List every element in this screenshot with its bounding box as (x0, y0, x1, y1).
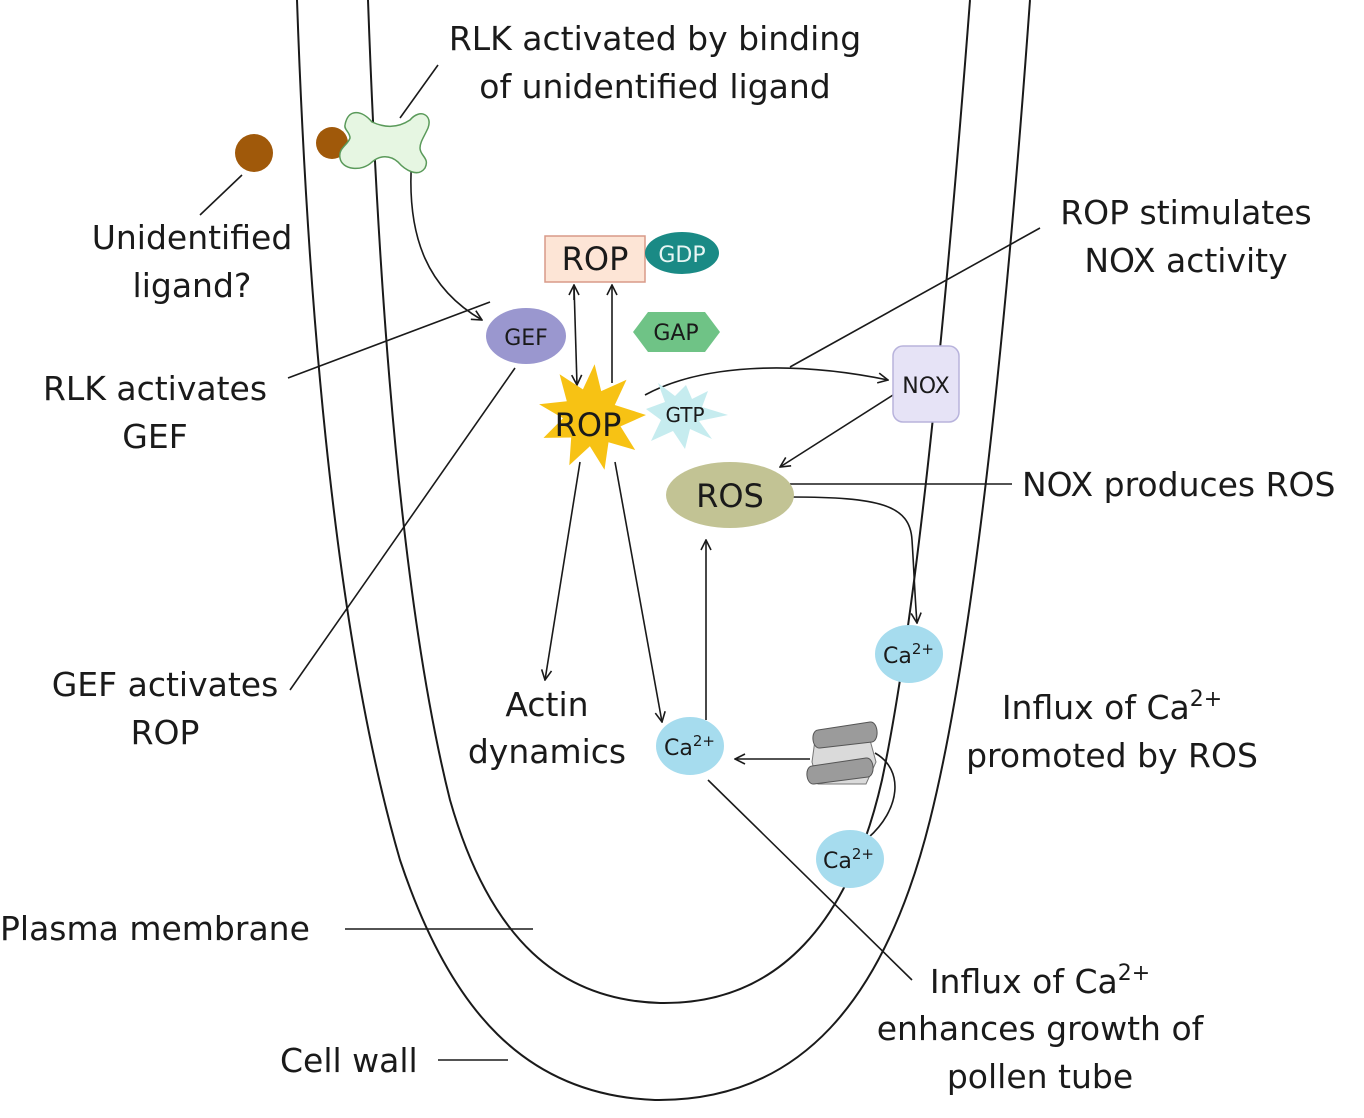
label-unidentified-ligand-line2: ligand? (133, 266, 252, 305)
label-actin-line1: Actin (505, 685, 588, 724)
leader-influx-growth (707, 779, 913, 981)
gdp-label: GDP (658, 243, 705, 268)
arrow-ca-outside-to-channel (867, 752, 896, 839)
label-rop-stimulates-nox-line2: NOX activity (1084, 241, 1287, 280)
arrow-nox-to-ros (780, 394, 894, 467)
rop-gtp-label: ROP (555, 406, 622, 444)
cell-wall-outline (296, 0, 1031, 1102)
label-plasma-membrane: Plasma membrane (0, 909, 310, 948)
rop-gtp-star (539, 364, 646, 470)
label-gef-activates-rop-line1: GEF activates (52, 665, 279, 704)
nox-label: NOX (902, 374, 949, 399)
plasma-membrane-outline (367, 0, 971, 1005)
gtp-label: GTP (665, 403, 704, 427)
label-rlk-activates-gef-line1: RLK activates (43, 369, 267, 408)
label-unidentified-ligand-line1: Unidentified (92, 218, 293, 257)
rop-gdp-box (544, 235, 646, 283)
label-influx-growth-line2: enhances growth of (877, 1009, 1205, 1048)
label-nox-produces-ros: NOX produces ROS (1022, 465, 1335, 504)
gap-node (633, 312, 720, 352)
ca-node-outside: Ca2+ (816, 830, 884, 888)
label-influx-promoted-line2: promoted by ROS (966, 736, 1258, 775)
leader-rlk-activates-gef (287, 301, 491, 379)
label-rop-stimulates-nox-line1: ROP stimulates (1060, 193, 1311, 232)
label-rlk-activates-gef-line2: GEF (122, 417, 187, 456)
rop-gdp-label: ROP (562, 240, 629, 278)
arrow-gdp-to-gtp (574, 284, 577, 385)
label-influx-growth-line3: pollen tube (947, 1057, 1133, 1096)
label-cell-wall: Cell wall (280, 1041, 418, 1080)
svg-text:Ca2+: Ca2+ (664, 732, 715, 761)
arrow-rlk-to-gef (410, 154, 482, 320)
leader-rlk-activated (399, 64, 439, 119)
arrow-ros-to-ca (789, 496, 917, 623)
gdp-node (645, 232, 719, 274)
nox-node (892, 345, 960, 423)
label-influx-growth-line1: Influx of Ca2+ (930, 961, 1150, 1001)
leader-gef-activates-rop (289, 367, 516, 691)
arrow-rop-to-actin (545, 461, 581, 680)
ros-node (666, 462, 794, 528)
gef-node (486, 308, 566, 364)
ca-node-membrane: Ca2+ (875, 625, 943, 683)
arrow-rop-to-nox (644, 367, 888, 396)
ligand-free (235, 134, 273, 172)
gef-label: GEF (504, 326, 548, 351)
ca-node-inside: Ca2+ (656, 717, 724, 775)
calcium-channel-icon (806, 721, 878, 785)
gtp-node (646, 383, 728, 449)
label-actin-line2: dynamics (468, 732, 626, 771)
label-gef-activates-rop-line2: ROP (131, 713, 200, 752)
leader-unidentified-ligand (199, 174, 243, 216)
svg-text:Ca2+: Ca2+ (883, 640, 934, 669)
label-rlk-activated-line2: of unidentified ligand (479, 67, 830, 106)
label-influx-promoted-line1: Influx of Ca2+ (1002, 687, 1222, 727)
leader-rop-stimulates-nox (789, 227, 1041, 368)
arrow-rop-to-ca (614, 461, 662, 722)
rlk-receptor-icon (339, 111, 430, 174)
gap-label: GAP (653, 321, 698, 346)
ros-label: ROS (696, 477, 764, 515)
label-rlk-activated-line1: RLK activated by binding (449, 19, 861, 58)
svg-text:Ca2+: Ca2+ (823, 845, 874, 874)
